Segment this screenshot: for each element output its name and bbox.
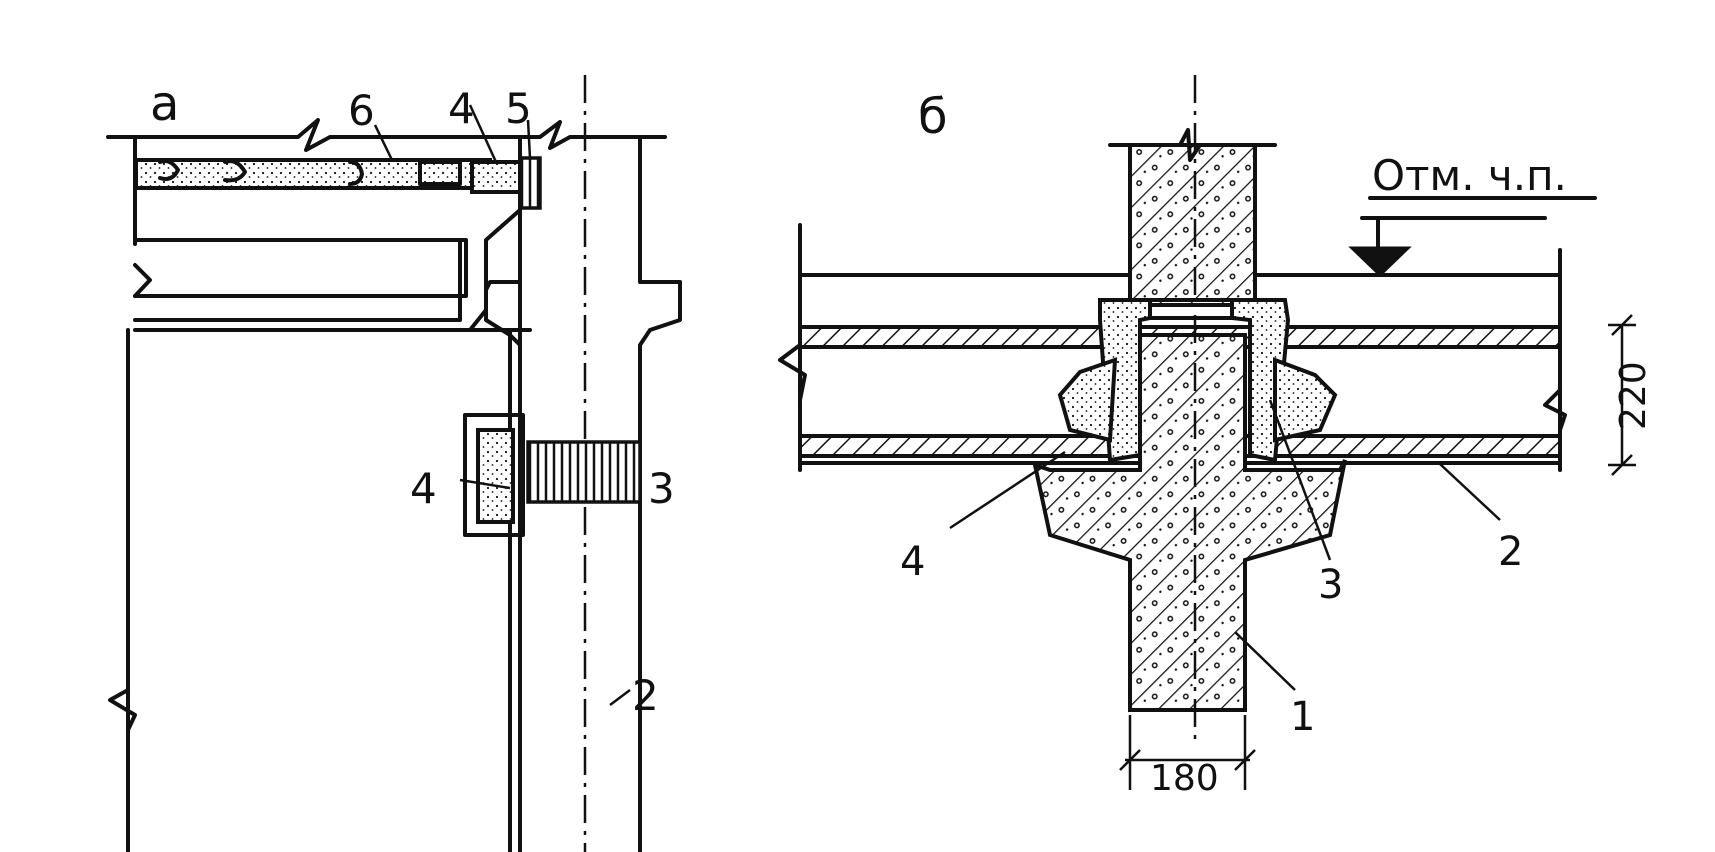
panel-b	[778, 75, 1636, 790]
mortar-cap-top	[1098, 298, 1287, 320]
leader-4-b	[949, 450, 1066, 530]
leader-5	[526, 119, 532, 159]
callout-2-a: 2	[632, 671, 659, 720]
leader-2-b	[1439, 463, 1501, 521]
column-console	[484, 280, 522, 347]
level-triangle	[1348, 246, 1412, 278]
leader-3-b	[1268, 399, 1332, 561]
wall-panel-inner	[508, 328, 522, 852]
joint-filler	[476, 428, 515, 524]
leader-6	[373, 124, 394, 161]
wall-break-left-upper	[133, 263, 152, 298]
panel-a-label: а	[150, 76, 179, 132]
gasket-top	[518, 156, 542, 210]
leader-1-b	[1234, 631, 1296, 691]
panel-b-label: б	[918, 89, 948, 145]
upper-wall-break	[1108, 128, 1277, 162]
dimension-180: 180	[1150, 758, 1219, 799]
top-break-line-a	[106, 118, 667, 152]
callout-1-b: 1	[1290, 694, 1315, 740]
dim-180-line	[1119, 715, 1256, 790]
slab-break-right	[1543, 388, 1567, 432]
mortar-wedge-right	[1273, 357, 1338, 443]
callout-3-a: 3	[648, 464, 675, 513]
callout-2-b: 2	[1498, 529, 1523, 575]
leader-4-mid	[459, 478, 511, 490]
callout-4-top: 4	[448, 84, 475, 133]
mortar-wedge-left	[1057, 357, 1118, 443]
dimension-220: 220	[1613, 361, 1654, 430]
callout-5: 5	[505, 84, 532, 133]
wall-break-left-lower	[108, 688, 137, 732]
slab-break-left	[778, 343, 807, 402]
panel-a	[106, 75, 682, 852]
slab-voids	[158, 159, 462, 186]
wall-joint-block	[463, 413, 525, 537]
exterior-wall-a	[133, 135, 468, 298]
level-mark-label: Отм. ч.п.	[1372, 151, 1567, 200]
column-gasket	[526, 440, 642, 504]
callout-4-mid: 4	[410, 464, 437, 513]
slab-beam-a	[133, 208, 532, 332]
leader-2-a	[609, 689, 631, 706]
upper-wall-panel	[1128, 143, 1257, 307]
leader-4-top	[468, 104, 498, 163]
callout-4-b: 4	[900, 539, 925, 585]
callout-3-b: 3	[1318, 562, 1343, 608]
dim-220-line	[1608, 314, 1636, 476]
callout-6: 6	[348, 86, 375, 135]
